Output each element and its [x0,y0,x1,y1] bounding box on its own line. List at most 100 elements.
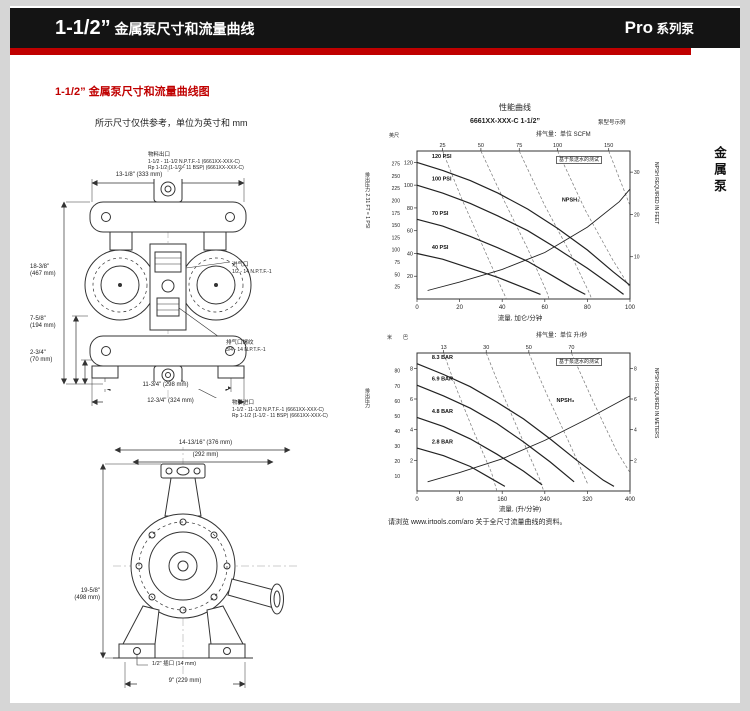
svg-text:60: 60 [394,399,400,405]
svg-text:60: 60 [541,305,548,311]
svg-text:20: 20 [456,305,463,311]
svg-text:160: 160 [497,497,508,503]
chart2-test-note: 基于泵送水的测试 [556,358,603,366]
chart2-left-unit-bar: 巴 [403,335,409,341]
page-margin-right [740,0,750,711]
page-margin-left [0,0,10,711]
material-inlet-callout: 物料进口 1-1/2 - 11-1/2 N.P.T.F.-1 (6661XX-X… [232,400,328,419]
page-margin-top [0,0,750,6]
svg-text:250: 250 [392,174,401,180]
svg-text:40: 40 [394,429,400,435]
pump-top-view-drawing [100,442,300,688]
chart1-left-unit: 英尺 [389,133,400,139]
svg-text:75: 75 [516,143,522,149]
red-accent-bar [10,48,691,55]
svg-text:6: 6 [634,397,637,403]
svg-text:NPSH₃: NPSH₃ [562,198,580,204]
page-title-size: 1-1/2” [55,16,111,39]
svg-text:8.3 BAR: 8.3 BAR [432,355,453,361]
svg-text:400: 400 [625,497,636,503]
svg-text:25: 25 [394,285,400,291]
page-title-text: 金属泵尺寸和流量曲线 [110,20,255,37]
svg-text:80: 80 [407,206,413,212]
svg-text:100 PSI: 100 PSI [432,177,452,183]
units-note: 所示尺寸仅供参考，单位为英寸和 mm [95,118,248,128]
svg-text:70: 70 [394,384,400,390]
svg-text:120: 120 [404,160,413,166]
svg-text:100: 100 [625,305,636,311]
svg-text:40: 40 [499,305,506,311]
dim-194-label: 7-5/8" (194 mm) [30,316,56,330]
page-header: 1-1/2” 金属泵尺寸和流量曲线 Pro 系列泵 [10,8,740,48]
svg-text:2: 2 [410,458,413,464]
exhaust-callout: 排气口螺纹 3/4 - 14 N.P.T.F.-1 [226,340,266,353]
website-url: www.irtools.com/aro [410,519,474,526]
svg-text:100: 100 [404,183,413,189]
svg-text:10: 10 [634,255,640,261]
flow-curve-caption: 请浏览 www.irtools.com/aro 关于全尺寸流量曲线的资料。 [388,519,567,526]
svg-text:30: 30 [634,170,640,176]
svg-text:80: 80 [394,369,400,375]
svg-text:80: 80 [456,497,463,503]
pump-front-view-drawing [61,163,252,406]
series-title: Pro 系列泵 [625,18,694,38]
svg-text:0: 0 [415,497,419,503]
svg-text:225: 225 [392,186,401,192]
dim-width-label: 13-1/8" (333 mm) [84,172,194,180]
dim-292-label: (292 mm) [192,452,219,458]
chart1-npsh-axis-label: NPSH REQUIRED IN FEET [653,162,659,225]
section-heading: 1-1/2” 金属泵尺寸和流量曲线图 [55,86,210,98]
svg-text:50: 50 [394,272,400,278]
svg-text:40 PSI: 40 PSI [432,245,449,251]
svg-text:8: 8 [634,366,637,372]
svg-text:175: 175 [392,211,401,217]
svg-text:25: 25 [439,143,445,149]
svg-text:6.9 BAR: 6.9 BAR [432,377,453,383]
svg-text:75: 75 [394,260,400,266]
svg-text:50: 50 [478,143,484,149]
series-brand: Pro [624,18,654,37]
svg-text:10: 10 [394,474,400,480]
svg-text:80: 80 [584,305,591,311]
svg-text:275: 275 [392,161,401,167]
svg-text:150: 150 [604,143,613,149]
chart2-npsh-axis-label: NPSH REQUIRED IN METERS [653,368,659,439]
svg-text:125: 125 [392,235,401,241]
chart1-test-note: 基于泵送水的测试 [556,156,603,164]
svg-text:320: 320 [582,497,593,503]
svg-text:4: 4 [634,428,637,434]
svg-text:4: 4 [410,428,413,434]
svg-text:60: 60 [407,229,413,235]
svg-text:2: 2 [634,458,637,464]
charts-section-title: 性能曲线 [499,103,531,112]
svg-text:50: 50 [526,345,532,351]
svg-text:150: 150 [392,223,401,229]
svg-text:20: 20 [394,459,400,465]
svg-text:30: 30 [394,444,400,450]
chart2-x-axis-label: 流量, (升/分钟) [498,506,542,513]
svg-text:0: 0 [415,305,419,311]
svg-text:100: 100 [553,143,562,149]
svg-text:13: 13 [441,345,447,351]
svg-text:70: 70 [568,345,574,351]
page-margin-bottom [0,703,750,711]
svg-text:NPSH₃: NPSH₃ [557,398,575,404]
port-label: 1/2" 插口 (14 mm) [152,661,197,667]
dim-70-label: 2-3/4" (70 mm) [30,350,53,364]
dim-324-label: 12-3/4" (324 mm) [103,398,238,406]
side-tab-metal-pump: 金属泵 [712,146,726,196]
svg-text:50: 50 [394,414,400,420]
svg-text:70 PSI: 70 PSI [432,211,449,217]
svg-text:200: 200 [392,198,401,204]
svg-text:8: 8 [410,366,413,372]
dim-229-label: 9" (229 mm) [137,678,233,686]
chart1-top-axis-label: 排气量：单位 SCFM [536,132,591,138]
chart2-top-axis-label: 排气量：单位 升/秒 [536,333,588,339]
svg-text:30: 30 [483,345,489,351]
series-label: 系列泵 [653,22,694,36]
dim-height-label: 18-3/8" (467 mm) [30,264,56,278]
chart2-left-unit-meters: 米 [387,335,393,341]
dim-376-label: 14-13/16" (376 mm) [148,440,263,448]
